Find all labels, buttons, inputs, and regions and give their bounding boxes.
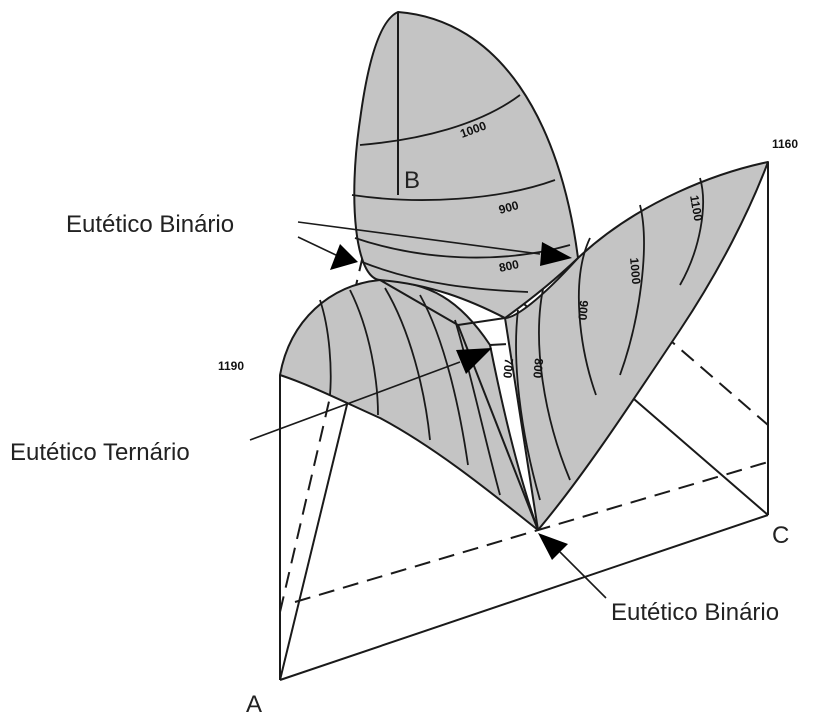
isotherm-a-5 <box>454 319 501 496</box>
isotherm-c-900-label: 900 <box>575 300 591 321</box>
liquidus-c-face <box>504 161 769 531</box>
liquidus-a-face <box>279 279 539 531</box>
isotherm-c-800 <box>538 279 571 481</box>
isotherm-b-800-label: 800 <box>498 257 521 275</box>
isotherm-a-3 <box>384 287 431 441</box>
liquidus-surface-a <box>279 279 539 531</box>
isotherm-c-1100-label: 1100 <box>687 194 705 222</box>
pointer-binary-top-left <box>297 236 339 257</box>
pointer-binary-top-right <box>297 221 541 255</box>
liquidus-surface-c <box>504 161 769 531</box>
vertex-label-a: A <box>246 691 262 715</box>
callout-ternary-eutectic: Eutético Ternário <box>10 439 190 466</box>
liquidus-surface-b <box>351 11 579 319</box>
isotherm-a-700-label: 700 <box>500 358 516 379</box>
hidden-edge-base-back <box>294 461 769 603</box>
isotherm-c-1000-label: 1000 <box>627 257 643 285</box>
arrowhead-binary-top-left <box>330 244 358 270</box>
eutectic-valley-a-b <box>379 279 459 326</box>
isotherm-c-800-label: 800 <box>530 358 546 379</box>
isotherm-b-1000 <box>359 94 521 146</box>
isotherm-a-2 <box>349 289 379 416</box>
callout-pointers <box>249 221 607 599</box>
isotherm-a-1 <box>319 299 332 396</box>
vertex-labels: A B C <box>246 167 789 715</box>
isotherm-c-700 <box>515 309 541 501</box>
arrowhead-ternary <box>456 348 492 374</box>
callout-binary-eutectic-top: Eutético Binário <box>66 211 234 238</box>
isotherm-c-1000 <box>619 204 645 376</box>
liquidus-b-face <box>353 11 579 319</box>
melting-point-c-label: 1160 <box>772 137 798 151</box>
isotherm-a-4 <box>419 294 469 466</box>
arrowhead-binary-bottom <box>538 533 568 560</box>
prism-frame <box>279 12 769 681</box>
melting-point-a-label: 1190 <box>218 359 244 373</box>
arrowhead-binary-top-right <box>540 242 572 266</box>
vertex-label-b: B <box>404 167 420 194</box>
isotherm-labels: 1190 1160 1000 900 800 1100 1000 900 800… <box>218 118 798 379</box>
isotherm-c-1100 <box>679 177 704 286</box>
pointer-ternary <box>249 361 461 441</box>
isotherm-c-900 <box>577 237 597 396</box>
isotherm-b-900 <box>351 179 556 201</box>
callout-labels: Eutético Binário Eutético Ternário Eutét… <box>10 211 779 626</box>
isotherm-b-700 <box>361 261 529 293</box>
callout-binary-eutectic-bottom: Eutético Binário <box>611 599 779 626</box>
isotherm-b-900-label: 900 <box>497 198 520 217</box>
base-edge-a-c <box>279 514 769 681</box>
vertex-label-c: C <box>772 522 789 549</box>
pointer-binary-bottom <box>559 551 607 599</box>
eutectic-valley-b-c <box>457 317 506 326</box>
